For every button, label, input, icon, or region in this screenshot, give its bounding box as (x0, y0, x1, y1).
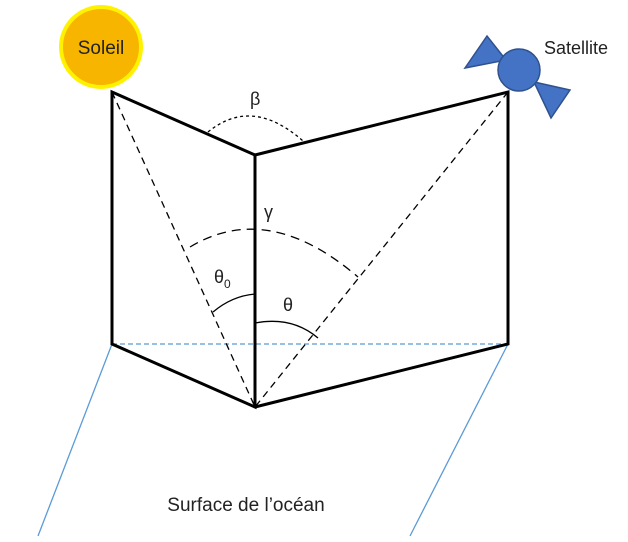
sun: Soleil (59, 5, 143, 89)
satellite-panel-lower (532, 80, 572, 120)
beta-arc (207, 115, 304, 142)
satellite-ray (254, 91, 509, 408)
planes (110, 89, 510, 410)
satellite-panel-upper (463, 34, 508, 70)
surface-left-edge (37, 343, 113, 537)
gamma-label: γ (264, 202, 273, 222)
sun-icon (59, 5, 143, 89)
angle-arcs (189, 115, 359, 339)
gamma-arc (189, 228, 359, 278)
surface-label: Surface de l’océan (167, 495, 324, 516)
ocean-surface (37, 343, 509, 537)
satellite-label: Satellite (544, 38, 608, 58)
theta0-symbol: θ (214, 267, 224, 287)
sun-ray (111, 91, 256, 408)
theta0-subscript: 0 (224, 277, 231, 291)
theta0-label: θ0 (214, 267, 231, 291)
surface-right-edge (409, 343, 509, 537)
rays (111, 91, 509, 408)
theta0-arc (212, 293, 256, 313)
beta-label: β (250, 89, 260, 109)
satellite-body (497, 48, 541, 92)
satellite: Satellite (463, 34, 608, 120)
theta-arc (254, 320, 319, 339)
satellite-icon (463, 34, 572, 120)
theta-label: θ (283, 295, 293, 315)
sun-label: Soleil (78, 38, 124, 59)
satellite-plane (254, 90, 510, 409)
